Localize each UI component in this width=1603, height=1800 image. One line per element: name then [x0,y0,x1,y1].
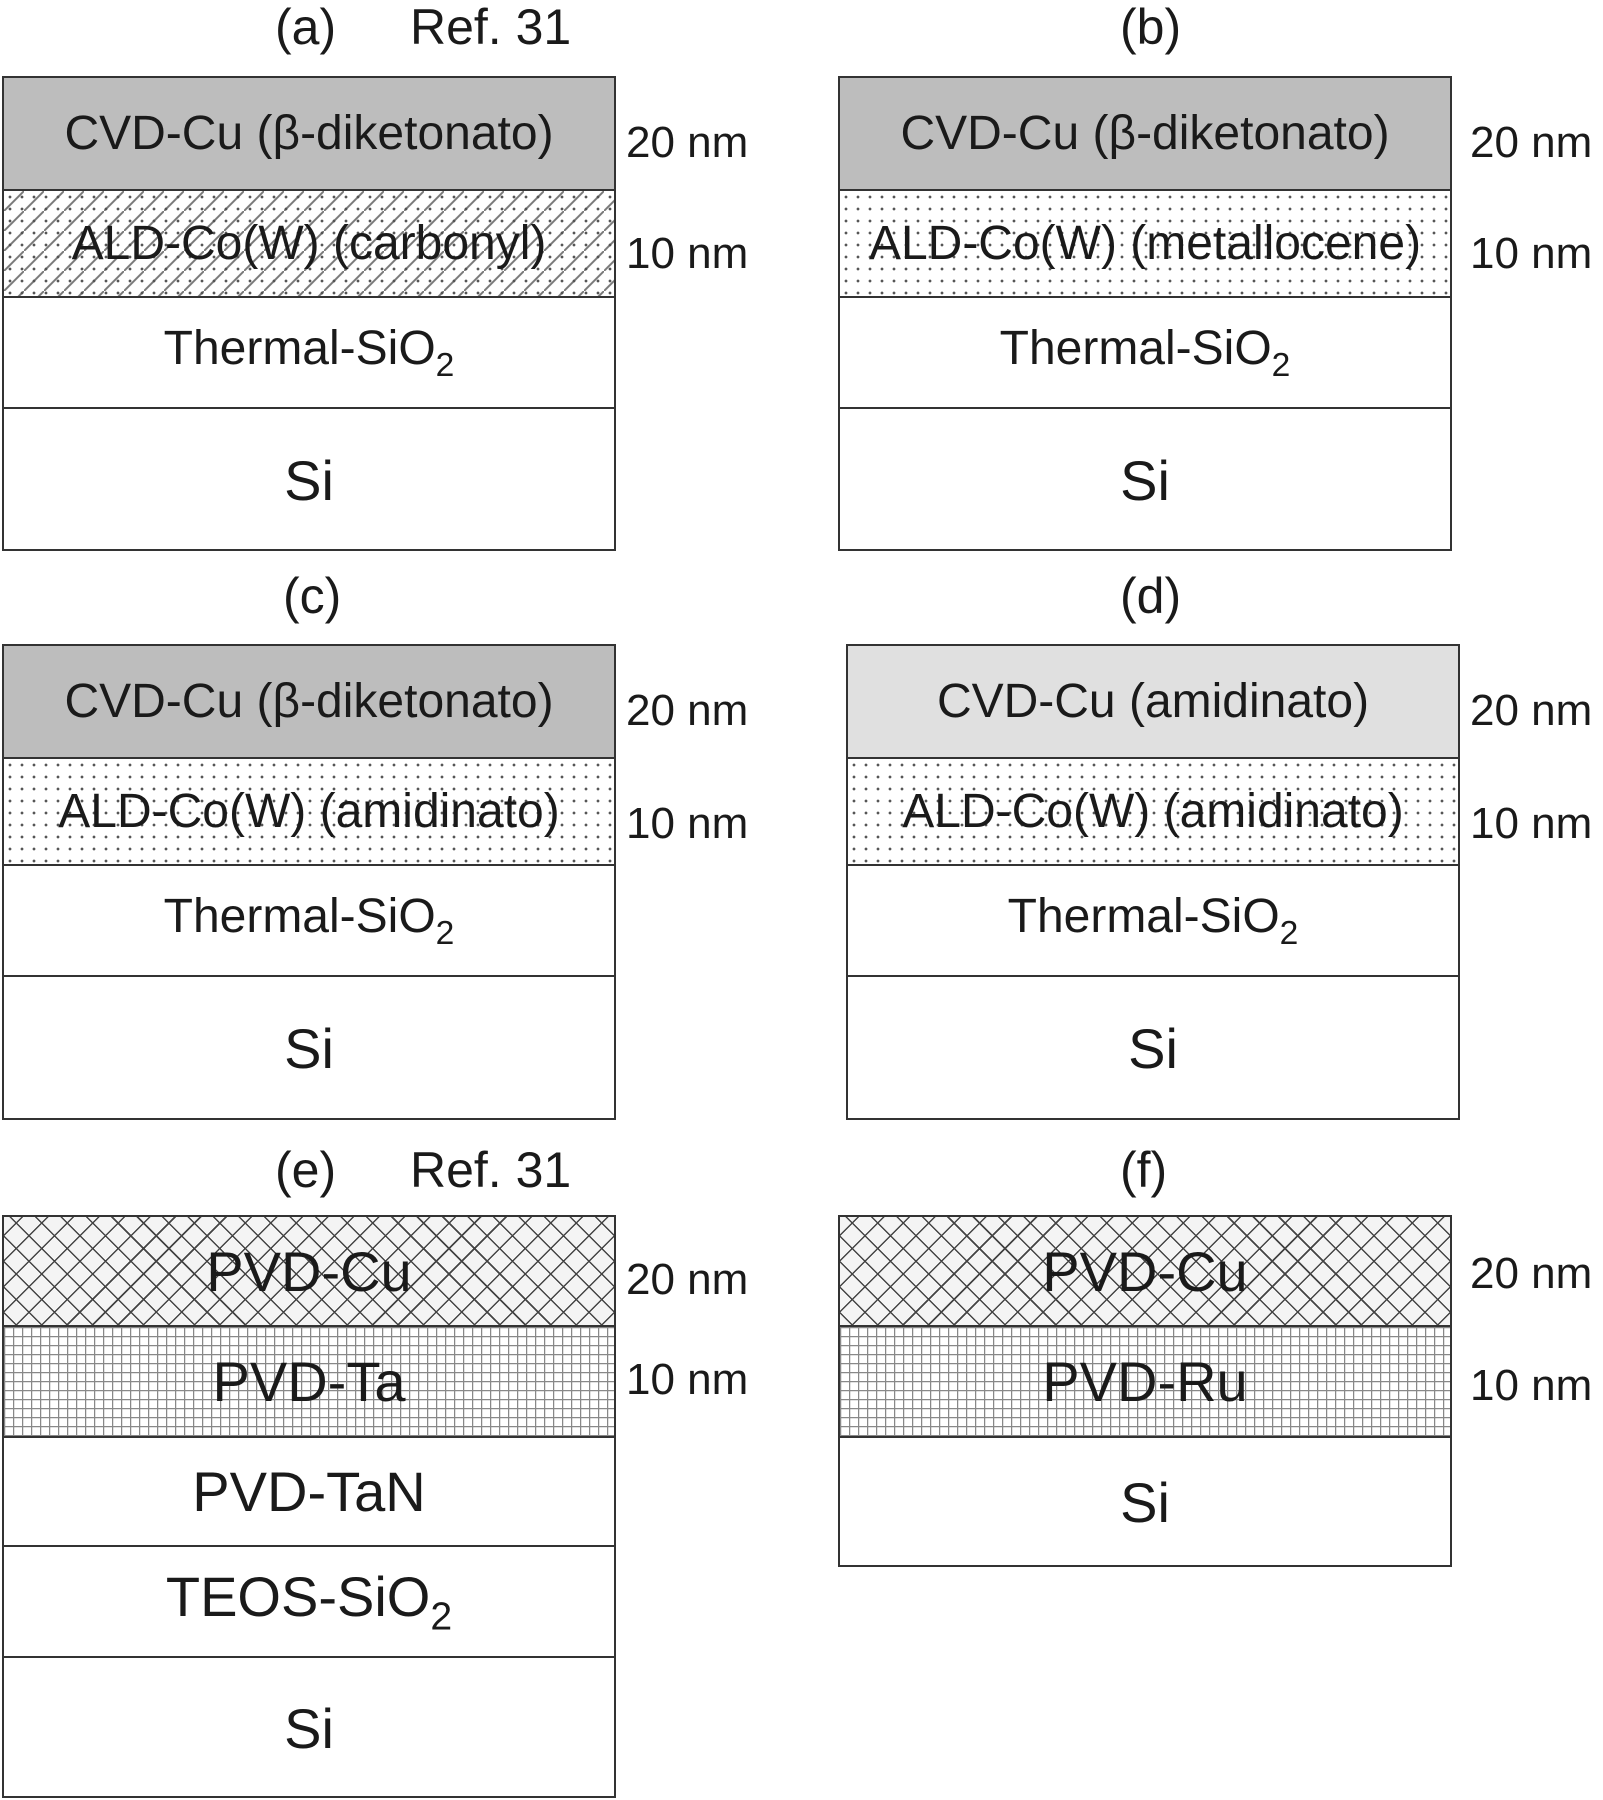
layer-pvd-cu: PVD-Cu [840,1217,1450,1327]
layer-cvd-cu: CVD-Cu (β-diketonato) [840,78,1450,191]
layer-pvd-tan: PVD-TaN [4,1438,614,1547]
panel-a-ref: Ref. 31 [410,0,572,55]
layer-pvd-ru: PVD-Ru [840,1327,1450,1438]
panel-a-thickness-co: 10 nm [626,229,749,278]
panel-a-stack: CVD-Cu (β-diketonato) ALD-Co(W) (carbony… [2,76,616,551]
panel-b-thickness-cu: 20 nm [1470,118,1593,167]
layer-ald-co: ALD-Co(W) (amidinato) [848,759,1458,866]
layer-pvd-ta: PVD-Ta [4,1327,614,1438]
layer-cvd-cu: CVD-Cu (β-diketonato) [4,78,614,191]
layer-si: Si [284,448,334,512]
panel-c-thickness-co: 10 nm [626,799,749,848]
layer-si: Si [284,1696,334,1760]
layer-thermal-sio2: Thermal-SiO2 [4,298,614,409]
layer-teos-sio2: TEOS-SiO2 [4,1547,614,1658]
panel-f-thickness-cu: 20 nm [1470,1249,1593,1298]
panel-e-ref: Ref. 31 [410,1142,572,1198]
panel-f-stack: PVD-Cu PVD-Ru Si [838,1215,1452,1567]
panel-b-stack: CVD-Cu (β-diketonato) ALD-Co(W) (metallo… [838,76,1452,551]
panel-e-thickness-ta: 10 nm [626,1355,749,1404]
layer-thermal-sio2: Thermal-SiO2 [840,298,1450,409]
layer-si: Si [1120,448,1170,512]
layer-si: Si [284,1017,334,1080]
panel-d-label: (d) [1120,568,1182,624]
layer-cvd-cu: CVD-Cu (β-diketonato) [4,646,614,759]
panel-f-label: (f) [1120,1142,1168,1198]
layer-ald-co: ALD-Co(W) (amidinato) [4,759,614,866]
panel-e-thickness-cu: 20 nm [626,1255,749,1304]
layer-thermal-sio2: Thermal-SiO2 [848,866,1458,977]
panel-c-thickness-cu: 20 nm [626,686,749,735]
panel-b-thickness-co: 10 nm [1470,229,1593,278]
layer-cvd-cu: CVD-Cu (amidinato) [848,646,1458,759]
panel-d-thickness-cu: 20 nm [1470,686,1593,735]
panel-c-stack: CVD-Cu (β-diketonato) ALD-Co(W) (amidina… [2,644,616,1120]
panel-d-stack: CVD-Cu (amidinato) ALD-Co(W) (amidinato)… [846,644,1460,1120]
panel-b-label: (b) [1120,0,1182,55]
panel-a-thickness-cu: 20 nm [626,118,749,167]
panel-a-label: (a) [275,0,337,55]
panel-f-thickness-ru: 10 nm [1470,1361,1593,1410]
panel-e-label: (e) [275,1142,337,1198]
layer-thermal-sio2: Thermal-SiO2 [4,866,614,977]
layer-ald-co: ALD-Co(W) (carbonyl) [4,191,614,298]
layer-si: Si [1120,1471,1170,1534]
panel-c-label: (c) [283,568,342,624]
layer-si: Si [1128,1017,1178,1080]
layer-ald-co: ALD-Co(W) (metallocene) [840,191,1450,298]
layer-pvd-cu: PVD-Cu [4,1217,614,1327]
panel-d-thickness-co: 10 nm [1470,799,1593,848]
panel-e-stack: PVD-Cu PVD-Ta PVD-TaN TEOS-SiO2 Si [2,1215,616,1798]
